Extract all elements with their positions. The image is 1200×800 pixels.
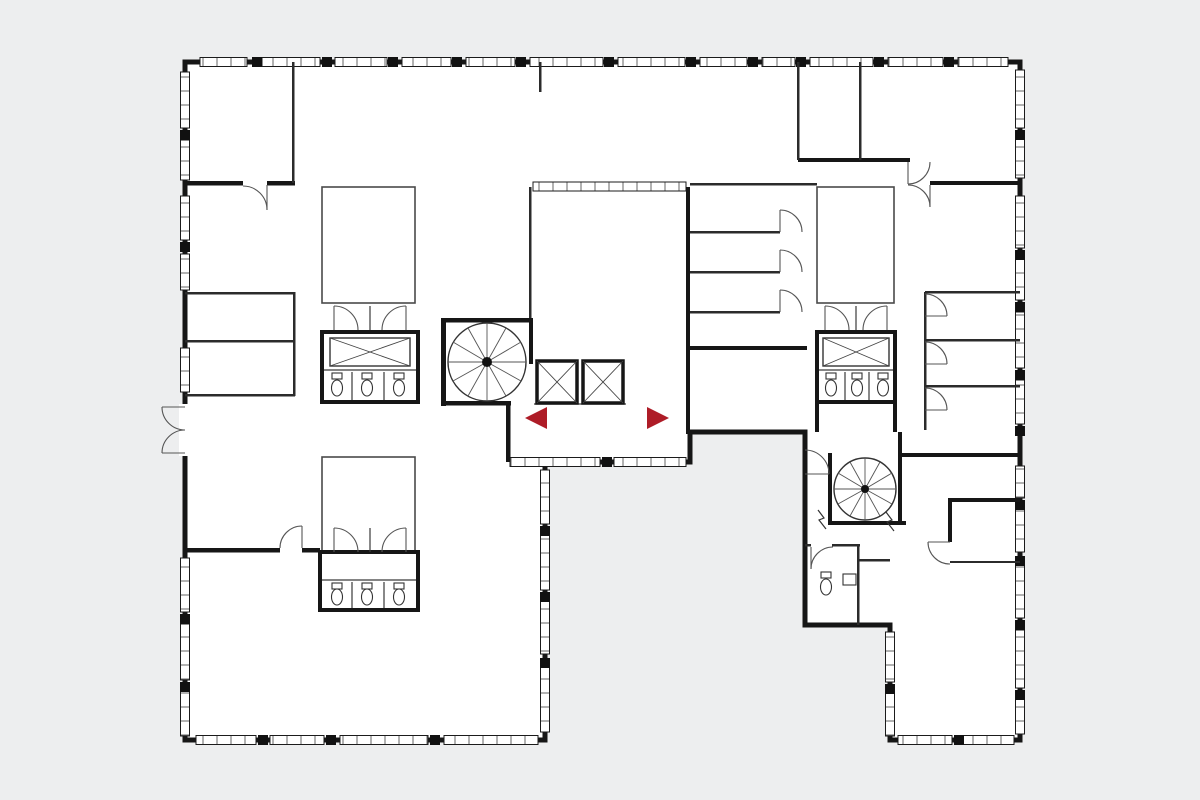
restroom-upper-left [320, 330, 420, 404]
entrance-doors-left [161, 404, 190, 456]
section-marker-right [647, 407, 669, 429]
restroom-wing [819, 571, 857, 596]
restroom-lower-left [318, 550, 420, 612]
doors [161, 161, 951, 570]
duct-xbox [329, 337, 411, 367]
lightning-icon [885, 511, 895, 532]
ventilation-shaft-right [816, 186, 895, 304]
exterior-windows [180, 57, 1025, 745]
restroom-right [815, 330, 897, 404]
elevator-bank [535, 359, 625, 405]
shafts [321, 186, 895, 554]
elevator-1 [535, 359, 579, 405]
section-marker-left [525, 407, 547, 429]
spiral-staircase-right [833, 457, 897, 521]
lobby-front-glazing [509, 457, 687, 467]
ventilation-shaft-left-upper [321, 186, 416, 304]
toilet-icon [330, 372, 406, 397]
restrooms [318, 330, 897, 612]
toilet-icon [824, 372, 890, 397]
ventilation-shaft-left-lower [321, 456, 416, 554]
electrical-symbols [817, 509, 895, 532]
spiral-staircase-left [447, 322, 527, 402]
interior-walls [185, 62, 1020, 625]
duct-xbox [822, 337, 890, 367]
section-markers [525, 407, 669, 429]
elevator-2 [581, 359, 625, 405]
lightning-icon [817, 509, 827, 530]
toilet-icon [330, 582, 406, 606]
perimeter-columns [180, 57, 1025, 745]
sink-icon [842, 573, 857, 586]
